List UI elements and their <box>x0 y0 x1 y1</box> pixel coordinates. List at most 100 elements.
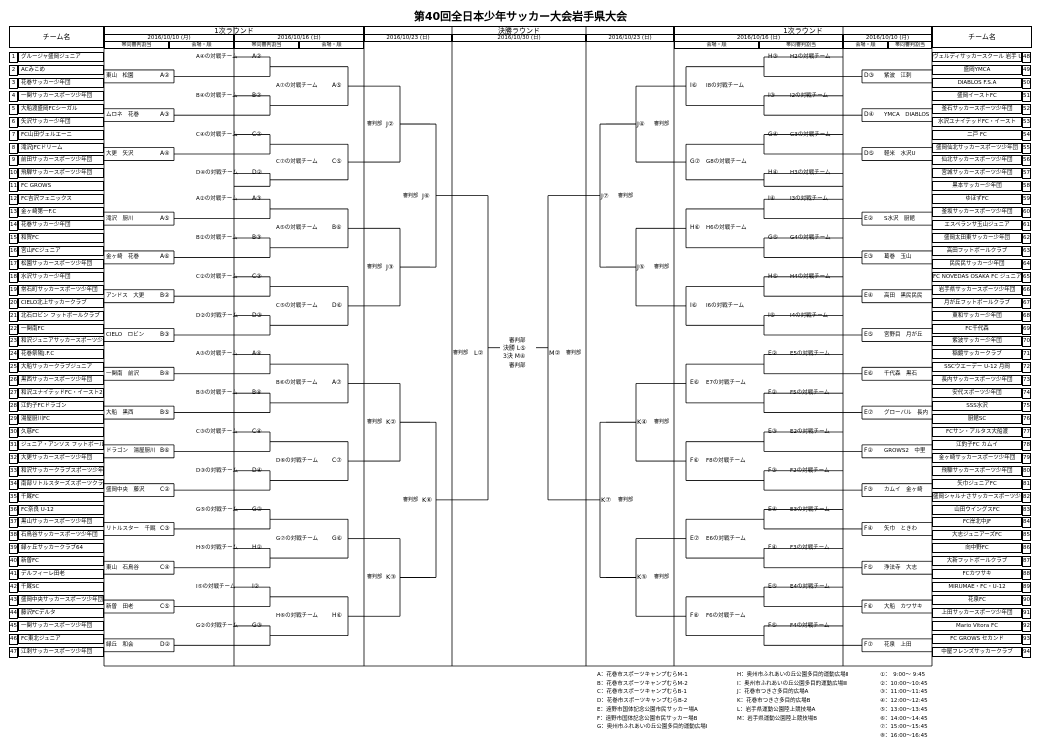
team-number: 69 <box>1022 323 1031 335</box>
team-name: 南部リトルスターズスポーツクラブ <box>18 478 104 489</box>
team-number: 76 <box>1022 414 1031 426</box>
team-name: 黒山サッカースポーツ少年団 <box>18 517 104 528</box>
match-code: E③ <box>864 253 874 261</box>
legend-item: G：奥州市ふれあいの丘公園多目的運動広場Ⅰ <box>597 724 708 731</box>
match-code: I② <box>252 583 260 591</box>
header-sub: 会場・順 <box>169 41 234 49</box>
match-referee: ムロネ 花巻 <box>106 112 140 119</box>
final-referee-bottom: 審判部 <box>509 363 526 369</box>
match-code: F⑤ <box>768 621 777 629</box>
match-code: H④ <box>768 169 778 177</box>
match-label: D③の対戦チーム <box>196 467 239 474</box>
team-number: 21 <box>9 310 18 322</box>
final-referee-top: 審判部 <box>509 338 526 344</box>
team-name: 黒本サッカー少年団 <box>932 181 1022 192</box>
team-name: 釜石サッカースポーツ少年団 <box>932 103 1022 114</box>
header-sub: 帯同審判割当 <box>888 41 932 49</box>
match-code: J⑤ <box>637 263 645 272</box>
team-number: 27 <box>9 388 18 400</box>
team-number: 73 <box>1022 375 1031 387</box>
match-code: E② <box>768 350 778 358</box>
team-name: エスペランサ玉山ジュニア <box>932 220 1022 231</box>
team-number: 51 <box>1022 90 1031 102</box>
team-name: 紫波サッカー少年団 <box>932 336 1022 347</box>
match-code: E④ <box>864 292 874 300</box>
match-label: I2の対戦チーム <box>790 92 828 99</box>
team-name: 和沢サッカークラブスポーツ少年団 <box>18 465 104 476</box>
match-code: G⑤ <box>768 234 779 242</box>
match-label: F2の対戦チーム <box>790 467 830 474</box>
match-referee: 東山 松園 <box>106 73 134 80</box>
match-code: E⑥ <box>690 379 700 387</box>
match-code: F④ <box>864 524 873 532</box>
team-name: 矢沢サッカー少年団 <box>18 116 104 127</box>
team-name: 金ヶ崎サッカースポーツ少年団 <box>932 452 1022 463</box>
header-date: 2016/10/23 (日) <box>364 34 452 42</box>
team-number: 49 <box>1022 64 1031 76</box>
header-date: 2016/10/30 (日) <box>452 34 586 42</box>
match-label: C③の対戦チーム <box>196 428 238 435</box>
match-code: G⑥ <box>332 534 343 542</box>
team-number: 77 <box>1022 426 1031 438</box>
match-code: A⑤ <box>160 214 170 222</box>
team-name: 新曽FC <box>18 556 104 567</box>
match-label: B③の対戦チーム <box>196 390 238 397</box>
legend-item: B：花巻市スポーツキャンプむらM-2 <box>597 680 688 687</box>
legend-item: F：遠野市国体記念公園市民サッカー場B <box>597 715 698 722</box>
referee-label: 審判部 <box>654 264 670 271</box>
legend-item: ③：11:00～11:45 <box>880 689 928 696</box>
team-number: 79 <box>1022 452 1031 464</box>
match-code: F③ <box>864 486 873 494</box>
match-code: D③ <box>864 72 874 80</box>
match-code: B④ <box>252 389 262 397</box>
team-name: 久慈FC <box>18 426 104 437</box>
team-name: 中屋フレンズサッカークラブ <box>932 646 1022 657</box>
team-number: 74 <box>1022 388 1031 400</box>
team-name: ACみこめ <box>18 64 104 75</box>
legend-item: ④：12:00～12:45 <box>880 698 928 705</box>
match-code: F④ <box>768 544 777 552</box>
team-number: 89 <box>1022 582 1031 594</box>
team-name: 江釣子FCドラゴン <box>18 401 104 412</box>
match-label: B⑥の対戦チーム <box>276 380 318 387</box>
team-name: FCカワサキ <box>932 569 1022 580</box>
match-label: D④の対戦チーム <box>196 170 239 177</box>
header-sub: 会場・順 <box>674 41 759 49</box>
team-number: 23 <box>9 336 18 348</box>
match-code: E⑤ <box>768 583 778 591</box>
referee-label: 審判部 <box>403 496 419 503</box>
team-number: 4 <box>9 90 18 102</box>
match-referee: 高田 黒民民民 <box>884 293 923 300</box>
team-name: 高田フットボールクラブ <box>932 245 1022 256</box>
match-code: B⑥ <box>160 447 170 455</box>
team-number: 12 <box>9 194 18 206</box>
team-number: 52 <box>1022 103 1031 115</box>
match-code: B② <box>160 292 170 300</box>
match-code: A② <box>160 72 170 80</box>
match-referee: 花泉 上田 <box>884 642 912 649</box>
match-label: I8の対戦チーム <box>706 83 744 90</box>
team-number: 17 <box>9 258 18 270</box>
match-code: B③ <box>160 330 170 338</box>
team-number: 82 <box>1022 491 1031 503</box>
team-name: 岩手県サッカースポーツ少年団 <box>932 284 1022 295</box>
referee-label: 審判部 <box>367 121 383 128</box>
legend-item: A：花巻市スポーツキャンプむらM-1 <box>597 672 688 678</box>
team-number: 92 <box>1022 620 1031 632</box>
team-number: 64 <box>1022 258 1031 270</box>
referee-label: 審判部 <box>367 419 383 426</box>
match-label: I6の対戦チーム <box>706 302 744 309</box>
team-number: 93 <box>1022 633 1031 645</box>
team-name: 江刺サッカースポーツ少年団 <box>18 646 104 657</box>
team-name: FCサン・アルタス大船渡 <box>932 426 1022 437</box>
team-number: 40 <box>9 556 18 568</box>
match-referee: 一関南 前沢 <box>106 370 140 377</box>
semifinal-right: 審判部 <box>566 350 582 356</box>
match-label: H4の対戦チーム <box>790 273 831 280</box>
team-number: 68 <box>1022 310 1031 322</box>
match-code: B③ <box>252 234 262 242</box>
final-match: 決勝 L⑤ <box>503 345 526 352</box>
team-name: Mario Vitora FC <box>932 620 1022 631</box>
team-name: 和賀FC <box>18 233 104 244</box>
